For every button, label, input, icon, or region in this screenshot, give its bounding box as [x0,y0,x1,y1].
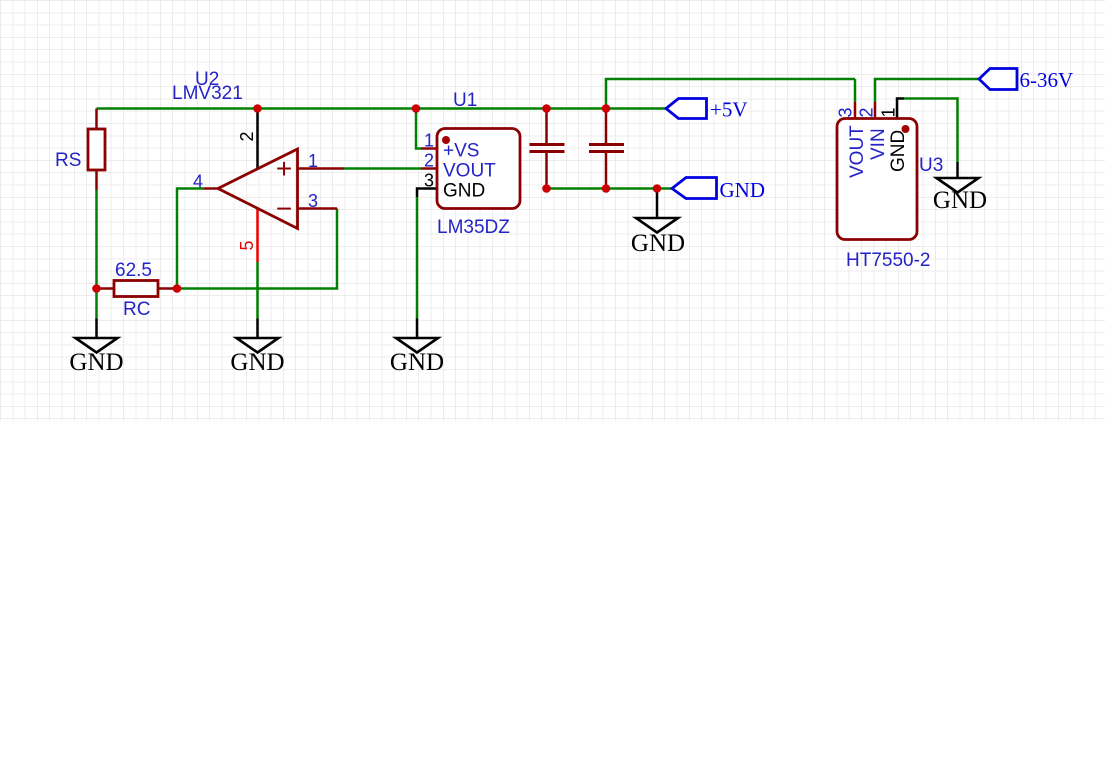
opamp-pin1-number: 1 [308,151,318,171]
flag-gnd-shape [669,176,718,200]
junction-dot[interactable] [92,284,101,293]
u3-body [835,117,919,241]
junction-dot[interactable] [253,104,262,113]
wire-rail-to-u3-vout[interactable] [604,77,855,109]
wire-opamp-out[interactable] [175,187,204,289]
opamp-pin4-number: 4 [193,172,203,192]
u3-pin1-name: GND [888,130,909,172]
u1-pin3-stub [415,187,437,197]
opamp-pin2-number: 2 [237,131,257,141]
gnd3-label: GND [390,349,444,376]
rc-body [112,279,160,298]
u1-pin3-number: 3 [424,171,434,191]
capacitor-1[interactable] [529,108,565,189]
flag-5v-label: +5V [710,98,748,122]
opamp-plus-sign: + [276,153,292,184]
gnd4-label: GND [631,230,685,257]
wire-rail-to-u1-vs[interactable] [414,108,421,150]
flag-gnd-label: GND [720,178,766,202]
rc-ref-label[interactable]: RC [123,299,150,320]
u3-value-label[interactable]: HT7550-2 [846,250,931,271]
gnd1-triangle [71,336,122,355]
opamp-pin3-number: 3 [308,191,318,211]
junction-dot[interactable] [601,184,611,193]
ic-u1-lm35dz[interactable]: 1 2 3 +VS VOUT GND U1 LM35DZ [415,90,522,238]
u1-pin2-number: 2 [424,151,434,171]
gnd3-triangle [391,336,443,355]
junction-dot[interactable] [542,104,551,113]
gnd4-triangle [631,216,683,235]
gnd-symbol-opamp[interactable]: GND [230,318,285,377]
junction-dot[interactable] [172,284,182,293]
u1-value-label[interactable]: LM35DZ [437,217,510,238]
gnd-symbol-rail[interactable]: GND [631,188,685,258]
u1-pin1-dot [442,136,450,144]
ic-u3-ht7550[interactable]: 3 2 1 VOUT VIN GND U3 HT7550-2 [835,97,944,272]
gnd5-triangle [932,176,983,195]
wire-u3-gnd[interactable] [904,97,959,163]
opamp-pin5-number: 5 [237,240,257,250]
resistor-rs[interactable]: RS [55,108,107,191]
wire-6-36v-to-u3-vin[interactable] [873,77,979,102]
u1-body [435,127,522,210]
junction-dot[interactable] [652,184,662,193]
gnd-symbol-u1[interactable]: GND [390,318,444,377]
rs-ref-label[interactable]: RS [55,150,81,171]
gnd-symbol-rs[interactable]: GND [69,318,124,377]
wire-feedback[interactable] [177,208,339,290]
u3-pin3-number: 3 [836,107,856,117]
u3-pin1-number: 1 [879,107,899,117]
opamp-value-label[interactable]: LMV321 [172,83,243,104]
gnd1-label: GND [69,349,123,376]
u1-pin1-number: 1 [424,131,434,151]
gnd-symbol-u3[interactable]: GND [932,162,987,214]
canvas-grid [0,0,1105,421]
net-flag-5v[interactable]: +5V [663,97,748,122]
rs-body [86,127,107,172]
opamp-triangle [214,146,299,231]
gnd5-label: GND [933,187,987,214]
opamp-u2[interactable]: + − U2 LMV321 4 1 3 2 5 [172,69,344,262]
rc-value-label[interactable]: 62.5 [115,260,152,281]
u1-pin1-name: +VS [443,141,479,162]
u3-pin1-dot [901,125,910,133]
junction-dot[interactable] [542,184,551,193]
gnd2-triangle [232,336,283,355]
u1-pin2-name: VOUT [443,161,496,182]
junction-dot[interactable] [411,104,421,113]
u1-ref-label[interactable]: U1 [453,90,477,111]
flag-6-36v-shape [976,67,1019,91]
wires [95,77,979,319]
opamp-minus-sign: − [276,193,292,224]
flag-5v-shape [663,97,708,120]
u3-pin2-name: VIN [868,128,889,160]
u3-pin1-stub [895,97,904,119]
opamp-ref-label[interactable]: U2 [195,69,219,90]
gnd2-label: GND [230,349,284,376]
resistor-rc[interactable]: 62.5 RC [96,260,178,320]
net-flag-gnd[interactable]: GND [669,176,766,203]
u3-ref-label[interactable]: U3 [919,155,943,176]
net-flag-6-36v[interactable]: 6-36V [976,67,1074,92]
junction-dot[interactable] [601,104,611,113]
u3-pin3-name: VOUT [847,125,868,178]
capacitor-2[interactable] [589,108,624,189]
flag-6-36v-label: 6-36V [1020,68,1074,92]
junction-dots [92,104,662,293]
u3-pin2-number: 2 [857,107,877,117]
u1-pin3-name: GND [443,181,485,202]
